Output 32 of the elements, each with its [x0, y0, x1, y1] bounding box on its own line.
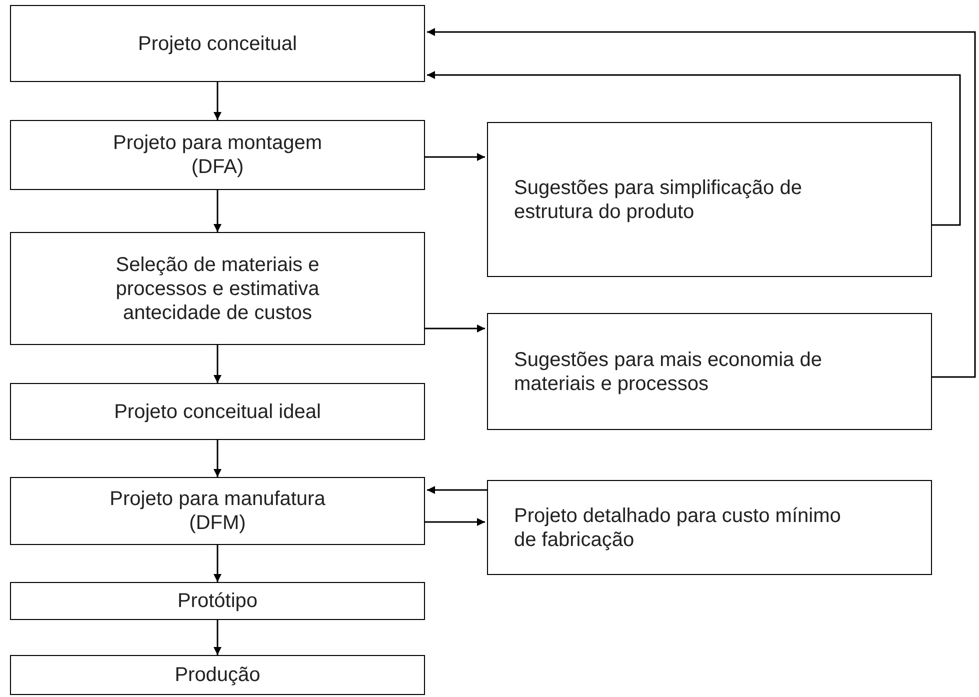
arrow	[425, 153, 485, 161]
arrow	[214, 82, 222, 120]
process-box	[10, 383, 425, 440]
arrow	[214, 620, 222, 655]
process-box	[487, 480, 932, 575]
process-box	[10, 582, 425, 620]
node-label: Projeto detalhado para custo mínimo de fabricação	[514, 504, 842, 552]
process-box	[487, 122, 932, 277]
node-label: Projeto para montagem (DFA)	[112, 131, 323, 179]
arrow	[214, 440, 222, 477]
arrow	[425, 518, 485, 526]
process-box	[10, 477, 425, 545]
process-box	[10, 5, 425, 82]
node-label: Produção	[174, 663, 260, 687]
process-box	[487, 313, 932, 430]
process-box	[10, 120, 425, 190]
node-label: Protótipo	[177, 589, 258, 613]
node-label: Projeto conceitual ideal	[114, 400, 321, 424]
node-label: Projeto para manufatura (DFM)	[108, 487, 326, 535]
node-label: Seleção de materiais e processos e estimativa antecidade de custos	[114, 252, 320, 324]
arrow	[427, 71, 961, 226]
node-label: Sugestões para simplificação de estrutura do produto	[514, 176, 803, 224]
node-label: Projeto conceitual	[138, 32, 297, 56]
arrow	[214, 345, 222, 383]
arrow	[427, 486, 487, 494]
node-label: Sugestões para mais economia de materiais e processos	[514, 348, 823, 396]
arrow	[214, 190, 222, 232]
process-box	[10, 232, 425, 345]
process-box	[10, 655, 425, 695]
arrow	[427, 28, 976, 378]
arrow	[214, 545, 222, 582]
arrow	[425, 324, 485, 332]
